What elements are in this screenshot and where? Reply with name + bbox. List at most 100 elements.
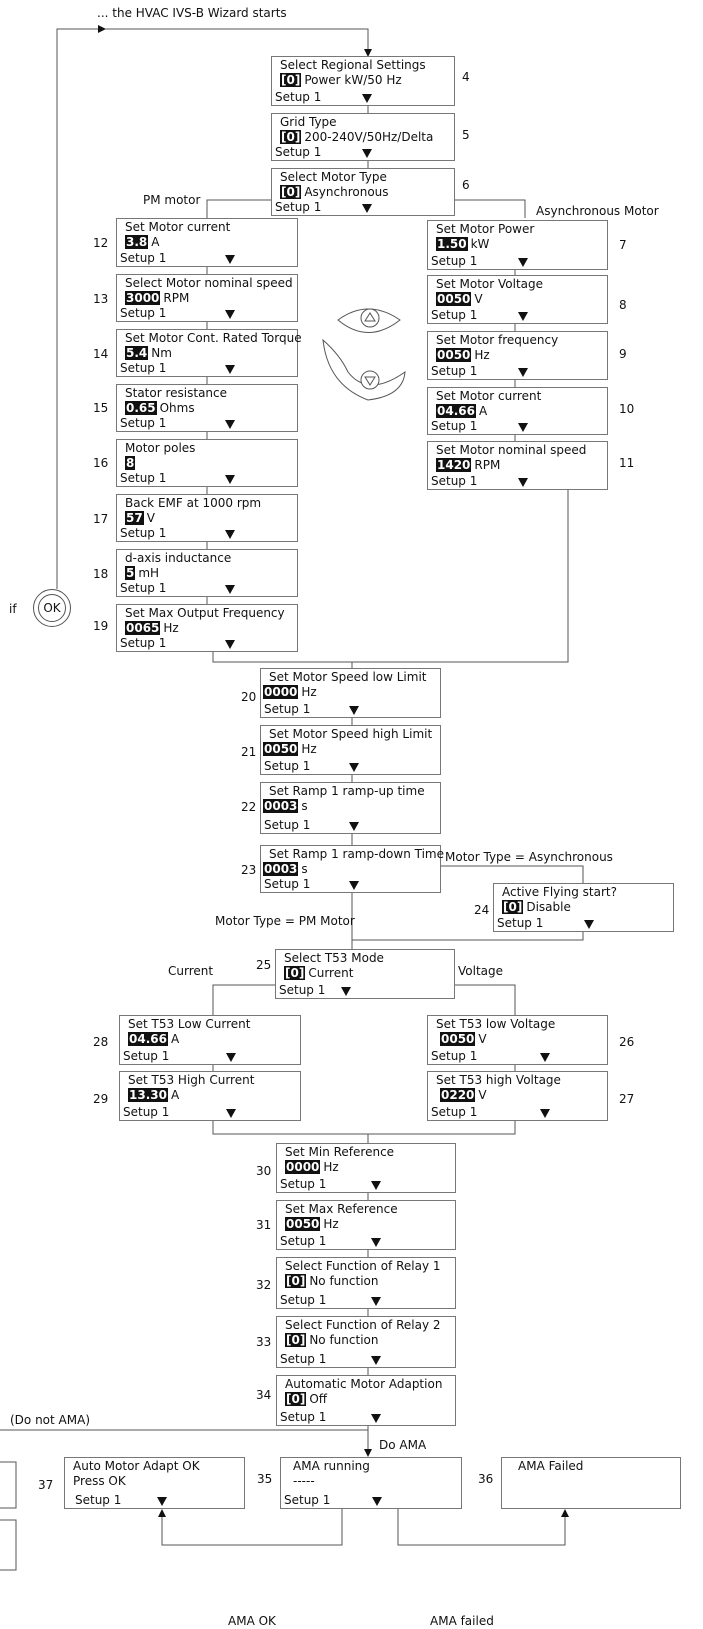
step-box-16[interactable]: Motor poles 8 Setup 1 [116,439,298,487]
ok-button[interactable]: OK [33,589,71,627]
step-title: AMA running [293,1459,370,1473]
step-title: Set T53 Low Current [128,1017,251,1031]
step-box-25[interactable]: Select T53 Mode [0]Current Setup 1 [275,949,455,999]
down-arrow-icon [225,475,235,484]
step-number: 19 [93,619,109,633]
step-title: Select Function of Relay 1 [285,1259,441,1273]
step-setup: Setup 1 [280,1410,327,1424]
step-unit: kW [470,237,490,251]
step-value: 0050 [440,1032,476,1046]
step-setup: Setup 1 [75,1493,122,1507]
step-setup: Setup 1 [431,1105,478,1119]
step-setup: Setup 1 [264,702,311,716]
step-title: Auto Motor Adapt OK [73,1459,200,1473]
step-number: 25 [256,958,272,972]
step-value: 3000 [125,291,161,305]
step-number: 10 [619,402,635,416]
step-value: 0050 [285,1217,321,1231]
down-arrow-icon [362,149,372,158]
step-value: 0050 [436,348,472,362]
step-unit: Hz [474,348,490,362]
step-value: 04.66 [128,1032,168,1046]
step-setup: Setup 1 [120,361,167,375]
step-setup: Setup 1 [123,1049,170,1063]
down-arrow-icon [225,255,235,264]
step-value: [0] [285,1333,307,1347]
step-unit: No function [309,1274,379,1288]
step-number: 23 [241,863,257,877]
step-box-37[interactable]: Auto Motor Adapt OK Press OK Setup 1 [64,1457,245,1509]
step-box-5[interactable]: Grid Type [0]200-240V/50Hz/Delta Setup 1 [271,113,455,161]
down-arrow-icon [518,368,528,377]
step-number: 37 [38,1478,54,1492]
step-box-35[interactable]: AMA running ----- Setup 1 [280,1457,462,1509]
step-unit: Nm [151,346,172,360]
step-line2: ----- [293,1474,315,1488]
down-arrow-icon [341,987,351,996]
step-unit: RPM [163,291,190,305]
step-value: 0.65 [125,401,157,415]
step-title: Select Motor Type [280,170,387,184]
step-number: 33 [256,1335,272,1349]
step-box-6[interactable]: Select Motor Type [0]Asynchronous Setup … [271,168,455,216]
step-setup: Setup 1 [280,1352,327,1366]
step-setup: Setup 1 [497,916,544,930]
step-value: [0] [280,130,302,144]
motor-type-async-label: Motor Type = Asynchronous [445,850,613,864]
step-box-33[interactable]: Select Function of Relay 2 [0]No functio… [276,1316,456,1368]
step-title: Select Regional Settings [280,58,426,72]
step-box-24[interactable]: Active Flying start? [0]Disable Setup 1 [493,883,674,932]
down-arrow-icon [371,1181,381,1190]
step-value: 13.30 [128,1088,168,1102]
step-box-32[interactable]: Select Function of Relay 1 [0]No functio… [276,1257,456,1309]
step-box-4[interactable]: Select Regional Settings [0]Power kW/50 … [271,56,455,106]
step-box-36[interactable]: AMA Failed [501,1457,681,1509]
step-value: [0] [284,966,306,980]
wizard-start-label: ... the HVAC IVS-B Wizard starts [97,6,287,20]
down-arrow-icon [371,1297,381,1306]
step-number: 15 [93,401,109,415]
step-setup: Setup 1 [120,306,167,320]
step-unit: Hz [323,1217,339,1231]
down-arrow-icon [349,881,359,890]
step-number: 13 [93,292,109,306]
step-value: 0000 [285,1160,321,1174]
step-unit: mH [138,566,160,580]
step-title: Active Flying start? [502,885,617,899]
down-arrow-icon [349,706,359,715]
step-setup: Setup 1 [123,1105,170,1119]
step-number: 26 [619,1035,635,1049]
step-value: 0220 [440,1088,476,1102]
step-title: Set Motor current [436,389,542,403]
step-box-34[interactable]: Automatic Motor Adaption [0]Off Setup 1 [276,1375,456,1426]
step-unit: No function [309,1333,379,1347]
step-number: 35 [257,1472,273,1486]
step-number: 4 [462,70,470,84]
step-title: Set Ramp 1 ramp-down Time [269,847,445,861]
down-arrow-icon [540,1109,550,1118]
step-number: 31 [256,1218,272,1232]
step-unit: Ohms [159,401,195,415]
